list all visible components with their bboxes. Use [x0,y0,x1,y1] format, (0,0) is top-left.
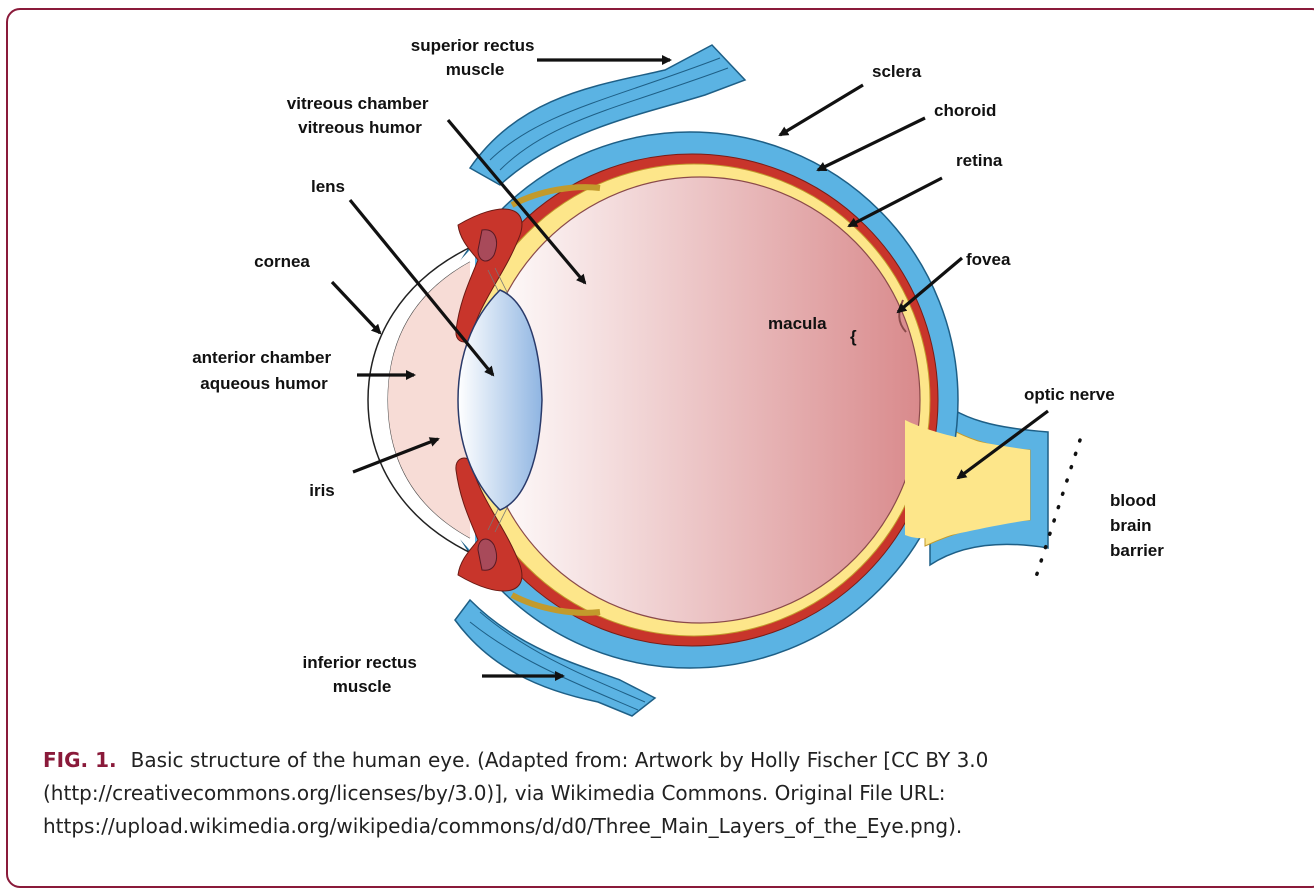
label-cornea: cornea [254,252,310,271]
label-sclera: sclera [872,62,922,81]
vitreous-chamber [480,177,920,623]
label-iris: iris [309,481,335,500]
figure-caption: FIG. 1.Basic structure of the human eye.… [43,744,1293,843]
macula-brace: { [850,327,857,346]
label-anterior-chamber: anterior chamber aqueous humor [192,348,336,393]
label-macula: macula [768,314,827,333]
label-inferior-rectus: inferior rectus muscle [302,653,421,696]
label-blood-brain-barrier: blood brain barrier [1110,491,1164,560]
label-optic-nerve: optic nerve [1024,385,1115,404]
label-superior-rectus: superior rectus muscle [411,36,540,79]
arrow-choroid [818,118,925,170]
arrow-cornea [332,282,380,333]
arrow-sclera [780,85,863,135]
figure-number: FIG. 1. [43,748,117,772]
caption-text: Basic structure of the human eye. (Adapt… [43,748,988,838]
label-vitreous: vitreous chamber vitreous humor [287,94,433,137]
label-fovea: fovea [966,250,1011,269]
label-lens: lens [311,177,345,196]
label-choroid: choroid [934,101,996,120]
label-retina: retina [956,151,1003,170]
eye-diagram: { superior rectus muscle vitreous chambe… [0,0,1314,740]
